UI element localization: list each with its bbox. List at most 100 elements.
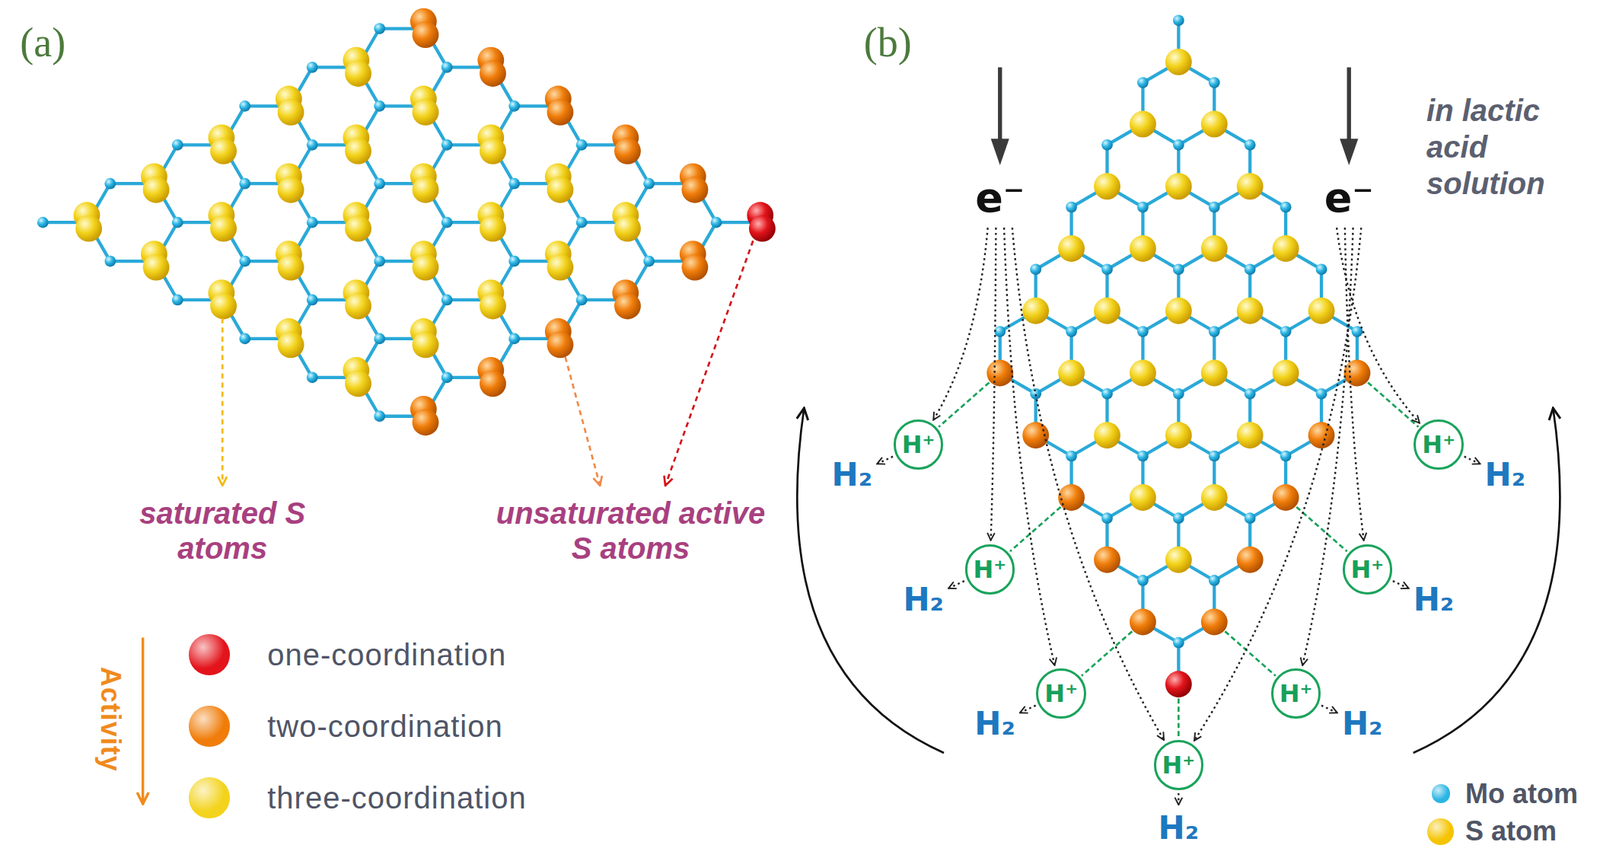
mo-atom xyxy=(306,61,319,74)
s-atom xyxy=(1165,670,1193,698)
s-atom xyxy=(479,369,507,397)
mo-atom xyxy=(1065,325,1078,338)
h2-label: H₂ xyxy=(902,581,944,619)
proton-circle: H⁺ xyxy=(893,419,944,470)
s-atom xyxy=(344,369,372,397)
s-atom xyxy=(1129,360,1157,387)
s-atom xyxy=(1165,48,1193,76)
mo-atom xyxy=(1316,263,1328,275)
leader-line xyxy=(221,318,224,486)
s-atom xyxy=(1093,421,1121,449)
s-atom xyxy=(1272,484,1300,511)
mo-atom xyxy=(306,294,319,306)
proton-label: H⁺ xyxy=(1162,752,1196,778)
mo-atom xyxy=(1172,263,1185,275)
mo-atom xyxy=(1244,388,1256,400)
activity-arrow xyxy=(141,637,144,804)
mo-atom xyxy=(643,178,655,190)
mo-atom xyxy=(1172,637,1185,649)
electron-arrow xyxy=(997,66,1002,143)
mo-atom xyxy=(373,178,386,190)
mo-atom xyxy=(441,371,453,383)
s-atom xyxy=(547,254,574,281)
legend-swatch xyxy=(188,777,230,819)
legend-text: one-coordination xyxy=(267,637,507,673)
mo-atom xyxy=(1316,388,1328,400)
callout-text: unsaturated active S atoms xyxy=(489,495,772,566)
mo-atom xyxy=(441,139,453,151)
s-atom xyxy=(1201,235,1228,262)
s-atom xyxy=(479,60,507,87)
s-atom xyxy=(1058,360,1085,387)
mo-atom xyxy=(1280,201,1292,214)
proton-label: H⁺ xyxy=(1351,557,1385,582)
electron-path xyxy=(991,227,997,541)
mo-atom xyxy=(508,178,520,190)
release-arrow xyxy=(1019,705,1036,714)
mo-atom xyxy=(508,333,520,345)
s-atom xyxy=(412,408,440,436)
mo-atom xyxy=(1065,201,1078,214)
electron-path xyxy=(1194,227,1361,741)
mo-atom xyxy=(239,178,251,190)
mo-atom xyxy=(239,100,251,112)
s-atom xyxy=(1093,172,1121,200)
s-atom xyxy=(1165,297,1193,325)
release-arrow xyxy=(1177,793,1180,805)
mo-atom xyxy=(373,255,386,268)
s-atom xyxy=(412,98,440,126)
s-atom xyxy=(1201,608,1228,636)
s-atom xyxy=(547,98,574,126)
mo-atom xyxy=(1172,512,1185,524)
s-atom xyxy=(479,293,507,320)
bond-line xyxy=(1177,698,1180,738)
s-atom xyxy=(1022,297,1049,325)
electron-arrow xyxy=(991,138,1010,166)
s-atom xyxy=(277,254,305,281)
mo-atom xyxy=(239,255,251,268)
electron-label: e⁻ xyxy=(1324,174,1374,222)
s-atom xyxy=(344,293,372,320)
panel-label: (a) xyxy=(19,19,66,67)
proton-circle: H⁺ xyxy=(1153,739,1205,791)
s-atom xyxy=(1129,235,1157,262)
h2-label: H₂ xyxy=(974,705,1016,743)
s-atom xyxy=(412,331,440,359)
s-atom xyxy=(1272,360,1300,387)
legend-text: S atom xyxy=(1465,815,1557,847)
mo-atom xyxy=(172,294,184,306)
bond-line xyxy=(1296,506,1347,552)
mo-atom xyxy=(373,100,386,112)
release-arrow xyxy=(1464,456,1481,465)
mo-atom xyxy=(710,216,723,229)
mo-atom xyxy=(508,255,520,268)
s-atom xyxy=(1129,484,1157,511)
s-atom xyxy=(412,254,440,281)
mo-atom xyxy=(1137,325,1149,338)
mo-atom xyxy=(441,216,453,229)
mo-atom xyxy=(508,100,520,112)
mo-atom xyxy=(306,216,319,229)
leader-line xyxy=(565,356,601,486)
electron-path xyxy=(1302,227,1353,666)
s-atom xyxy=(210,215,237,243)
s-atom xyxy=(143,176,170,204)
mo-atom xyxy=(441,294,453,306)
mo-atom xyxy=(104,255,116,268)
s-atom xyxy=(1093,297,1121,325)
reaction-lines xyxy=(876,227,1480,805)
s-atom xyxy=(412,176,440,204)
mo-atom xyxy=(104,178,116,190)
proton-label: H⁺ xyxy=(1279,681,1314,706)
s-atom xyxy=(1058,235,1085,262)
s-atom xyxy=(75,215,102,243)
s-atom xyxy=(1236,172,1264,200)
mo-atom xyxy=(1208,76,1221,89)
s-atom xyxy=(1308,421,1336,449)
legend-swatch xyxy=(188,634,230,676)
electron-path xyxy=(933,227,988,421)
electron-arrow xyxy=(1347,66,1352,143)
s-atom xyxy=(1344,360,1371,387)
legend-text: three-coordination xyxy=(267,780,526,816)
proton-label: H⁺ xyxy=(973,557,1008,582)
